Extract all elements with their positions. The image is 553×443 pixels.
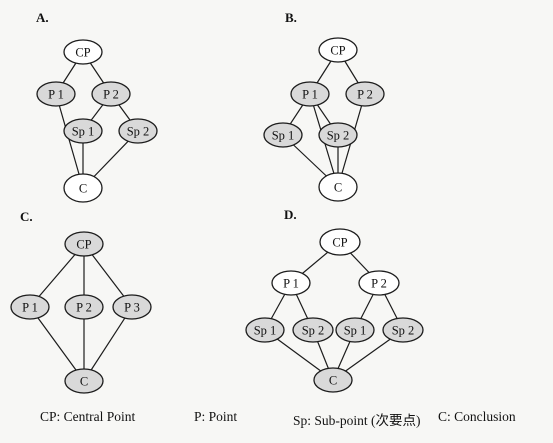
node-ellipse bbox=[335, 317, 375, 343]
node-ellipse bbox=[290, 81, 330, 107]
node-ellipse bbox=[64, 231, 104, 257]
node-p1: P 1 bbox=[290, 81, 330, 107]
node-label: P 1 bbox=[22, 301, 38, 315]
node-label: CP bbox=[76, 238, 91, 252]
node-c: C bbox=[64, 368, 104, 394]
node-cp: CP bbox=[64, 231, 104, 257]
node-label: P 2 bbox=[76, 301, 92, 315]
node-sp1b: Sp 1 bbox=[335, 317, 375, 343]
panel-a: A. CP P 1 P 2 Sp 1 Sp 2 C bbox=[36, 10, 158, 203]
node-ellipse bbox=[271, 270, 311, 296]
node-ellipse bbox=[64, 368, 104, 394]
node-label: Sp 1 bbox=[254, 324, 277, 338]
node-c: C bbox=[318, 172, 358, 202]
node-cp: CP bbox=[319, 228, 361, 256]
node-label: Sp 2 bbox=[327, 129, 350, 143]
node-sp2b: Sp 2 bbox=[382, 317, 424, 343]
node-p1: P 1 bbox=[36, 81, 76, 107]
edge-p3-c bbox=[83, 306, 133, 382]
node-sp2: Sp 2 bbox=[318, 122, 358, 148]
node-label: CP bbox=[332, 236, 347, 250]
node-ellipse bbox=[36, 81, 76, 107]
node-cp: CP bbox=[63, 39, 103, 65]
node-ellipse bbox=[318, 37, 358, 63]
panel-label: C. bbox=[20, 209, 33, 224]
legend-sub-point: Sp: Sub-point (次要点) bbox=[293, 413, 421, 428]
node-ellipse bbox=[63, 118, 103, 144]
node-p1: P 1 bbox=[271, 270, 311, 296]
node-label: P 2 bbox=[103, 88, 119, 102]
node-p2: P 2 bbox=[358, 270, 400, 296]
node-ellipse bbox=[10, 294, 50, 320]
node-label: Sp 1 bbox=[272, 129, 295, 143]
node-label: C bbox=[79, 182, 87, 196]
node-ellipse bbox=[112, 294, 152, 320]
node-label: Sp 1 bbox=[72, 125, 95, 139]
node-p2: P 2 bbox=[64, 294, 104, 320]
node-ellipse bbox=[358, 270, 400, 296]
node-c: C bbox=[63, 173, 103, 203]
node-p2: P 2 bbox=[345, 81, 385, 107]
node-ellipse bbox=[63, 39, 103, 65]
node-sp2: Sp 2 bbox=[118, 118, 158, 144]
node-label: Sp 2 bbox=[127, 125, 150, 139]
node-ellipse bbox=[91, 81, 131, 107]
node-label: P 1 bbox=[283, 277, 299, 291]
node-ellipse bbox=[345, 81, 385, 107]
node-label: C bbox=[80, 375, 88, 389]
node-ellipse bbox=[292, 317, 334, 343]
node-label: P 2 bbox=[371, 277, 387, 291]
node-sp1: Sp 1 bbox=[263, 122, 303, 148]
node-sp1a: Sp 1 bbox=[245, 317, 285, 343]
node-label: Sp 2 bbox=[392, 324, 415, 338]
node-p2: P 2 bbox=[91, 81, 131, 107]
node-cp: CP bbox=[318, 37, 358, 63]
node-sp1: Sp 1 bbox=[63, 118, 103, 144]
node-p1: P 1 bbox=[10, 294, 50, 320]
node-label: P 3 bbox=[124, 301, 140, 315]
edge-p1-c bbox=[29, 306, 85, 382]
node-label: P 1 bbox=[302, 88, 318, 102]
node-label: P 2 bbox=[357, 88, 373, 102]
node-ellipse bbox=[318, 172, 358, 202]
panel-label: A. bbox=[36, 10, 49, 25]
node-ellipse bbox=[118, 118, 158, 144]
node-ellipse bbox=[64, 294, 104, 320]
node-label: C bbox=[329, 374, 337, 388]
node-sp2a: Sp 2 bbox=[292, 317, 334, 343]
edge-p1-c bbox=[55, 93, 84, 189]
node-label: P 1 bbox=[48, 88, 64, 102]
legend-central-point: CP: Central Point bbox=[40, 409, 136, 424]
node-ellipse bbox=[263, 122, 303, 148]
panel-label: B. bbox=[285, 10, 297, 25]
node-label: CP bbox=[75, 46, 90, 60]
legend-conclusion: C: Conclusion bbox=[438, 409, 516, 424]
node-label: CP bbox=[330, 44, 345, 58]
node-label: Sp 2 bbox=[302, 324, 325, 338]
panel-c: C. CP P 1 P 2 P 3 C bbox=[10, 209, 152, 394]
node-ellipse bbox=[382, 317, 424, 343]
node-label: Sp 1 bbox=[344, 324, 367, 338]
node-label: C bbox=[334, 181, 342, 195]
node-p3: P 3 bbox=[112, 294, 152, 320]
panel-b: B. CP P 1 P 2 Sp 1 Sp 2 C bbox=[263, 10, 385, 202]
panel-d: D. CP P 1 P 2 Sp 1 Sp 2 Sp 1 Sp 2 C bbox=[245, 207, 424, 393]
node-ellipse bbox=[313, 367, 353, 393]
node-c: C bbox=[313, 367, 353, 393]
legend-point: P: Point bbox=[194, 409, 238, 424]
node-ellipse bbox=[245, 317, 285, 343]
node-ellipse bbox=[318, 122, 358, 148]
node-ellipse bbox=[63, 173, 103, 203]
node-ellipse bbox=[319, 228, 361, 256]
panel-label: D. bbox=[284, 207, 297, 222]
